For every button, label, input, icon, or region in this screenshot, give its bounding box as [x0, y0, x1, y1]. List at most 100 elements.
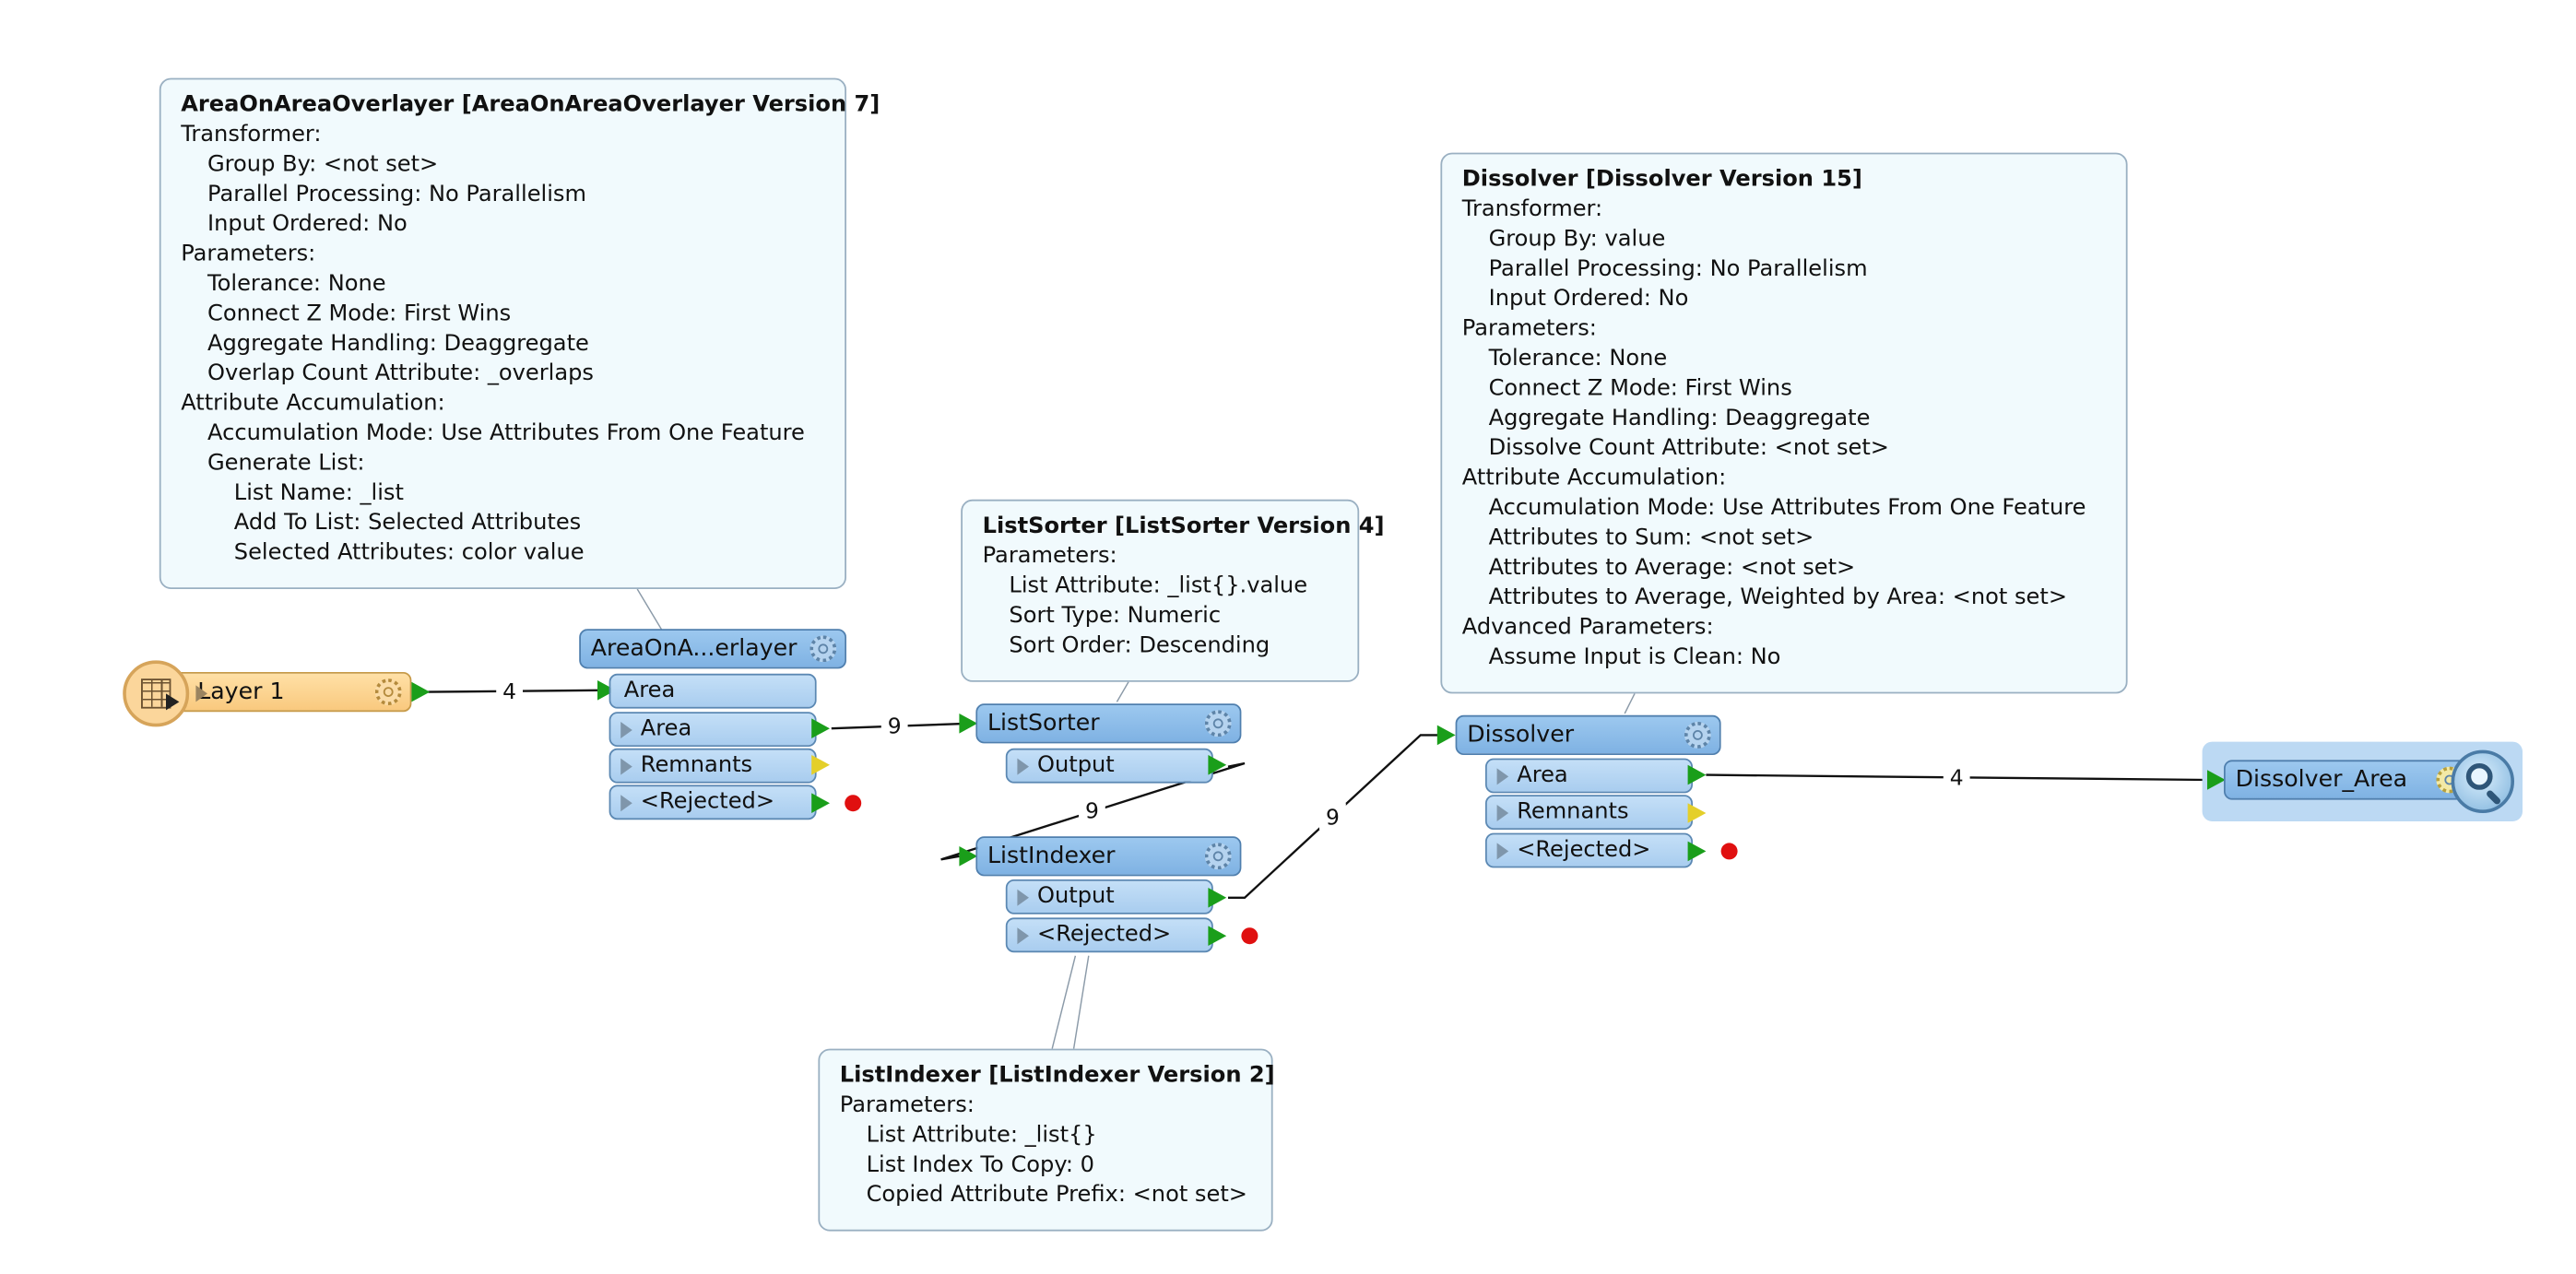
annotation-line: Input Ordered: No — [207, 212, 408, 238]
annotation-listindexer[interactable]: ListIndexer [ListIndexer Version 2] Para… — [818, 1048, 1275, 1232]
inspector-dissolver-area[interactable]: Dissolver_Area — [2202, 741, 2523, 821]
output-port-rejected[interactable]: <Rejected> — [609, 784, 817, 820]
transformer-header[interactable]: AreaOnA...erlayer — [579, 629, 846, 669]
feature-count-label: 9 — [1326, 805, 1340, 831]
annotation-line: Parameters: — [839, 1093, 975, 1119]
expand-triangle-icon — [620, 758, 632, 775]
port-label: <Rejected> — [640, 789, 775, 815]
output-port-remnants[interactable]: Remnants — [609, 748, 817, 784]
gear-icon[interactable] — [1204, 710, 1232, 737]
port-label: Output — [1037, 753, 1115, 779]
output-port-remnants[interactable]: Remnants — [1485, 795, 1693, 830]
annotation-leader — [636, 588, 663, 631]
expand-triangle-icon — [620, 795, 632, 812]
transformer-header[interactable]: ListIndexer — [975, 836, 1242, 877]
output-port-arrow-icon[interactable] — [411, 681, 431, 702]
annotation-dissolver[interactable]: Dissolver [Dissolver Version 15] Transfo… — [1440, 152, 2128, 694]
expand-triangle-icon — [1496, 768, 1509, 785]
annotation-line: Dissolve Count Attribute: <not set> — [1488, 436, 1889, 462]
annotation-line: Copied Attribute Prefix: <not set> — [866, 1183, 1247, 1209]
input-port-arrow-icon[interactable] — [2207, 770, 2226, 790]
feature-count-label: 4 — [1950, 764, 1964, 790]
annotation-line: Tolerance: None — [207, 272, 386, 298]
output-port-area[interactable]: Area — [1485, 758, 1693, 794]
port-label: <Rejected> — [1037, 922, 1172, 948]
rejected-port-icon — [1241, 927, 1258, 945]
annotation-line: Advanced Parameters: — [1461, 615, 1714, 641]
input-port-arrow-icon[interactable] — [959, 714, 978, 734]
annotation-line: Sort Type: Numeric — [1009, 604, 1222, 630]
unconnected-port-arrow-icon[interactable] — [811, 755, 830, 775]
input-port-arrow-icon[interactable] — [1436, 725, 1456, 746]
transformer-listsorter[interactable]: ListSorter Output — [959, 703, 1249, 786]
port-label: Area — [623, 678, 676, 704]
input-port-arrow-icon[interactable] — [959, 846, 978, 867]
annotation-line: Parameters: — [982, 544, 1117, 570]
annotation-line: Generate List: — [207, 451, 365, 477]
gear-icon[interactable] — [1684, 722, 1711, 749]
annotation-line: List Attribute: _list{}.value — [1009, 573, 1308, 599]
rejected-port-icon — [1720, 843, 1738, 860]
transformer-listindexer[interactable]: ListIndexer Output <Rejected> — [959, 836, 1266, 961]
output-port-arrow-icon[interactable] — [1208, 926, 1227, 946]
expand-triangle-icon — [1017, 889, 1029, 906]
transformer-header[interactable]: ListSorter — [975, 703, 1242, 744]
magnifier-icon — [2451, 749, 2514, 813]
expand-triangle-icon — [1496, 805, 1509, 821]
reader-layer-1[interactable]: Layer 1 — [120, 659, 445, 729]
port-label: Area — [1517, 763, 1568, 788]
output-port-arrow-icon[interactable] — [811, 718, 830, 738]
transformer-header[interactable]: Dissolver — [1455, 714, 1721, 755]
input-port-area[interactable]: Area — [609, 673, 817, 709]
reader-header[interactable]: Layer 1 — [162, 672, 412, 713]
annotation-line: Attribute Accumulation: — [1461, 466, 1727, 491]
output-port-arrow-icon[interactable] — [1687, 841, 1707, 862]
expand-triangle-icon — [1017, 927, 1029, 945]
output-port-rejected[interactable]: <Rejected> — [1485, 832, 1693, 868]
output-port-output[interactable]: Output — [1005, 748, 1213, 784]
table-reader-icon — [123, 660, 190, 727]
annotation-line: Attributes to Sum: <not set> — [1488, 525, 1814, 551]
gear-icon[interactable] — [809, 635, 837, 663]
annotation-line: Connect Z Mode: First Wins — [1488, 376, 1792, 402]
output-port-rejected[interactable]: <Rejected> — [1005, 917, 1213, 953]
annotation-line: Accumulation Mode: Use Attributes From O… — [1488, 496, 2086, 522]
annotation-title: Dissolver [Dissolver Version 15] — [1461, 167, 1862, 193]
expand-triangle-icon[interactable] — [195, 685, 207, 702]
annotation-listsorter[interactable]: ListSorter [ListSorter Version 4] Parame… — [961, 499, 1385, 682]
output-port-arrow-icon[interactable] — [1687, 764, 1707, 785]
gear-icon[interactable] — [1204, 843, 1232, 870]
annotation-title: AreaOnAreaOverlayer [AreaOnAreaOverlayer… — [181, 92, 880, 118]
annotation-line: Parameters: — [181, 242, 316, 267]
port-label: Remnants — [640, 753, 753, 779]
annotation-line: Assume Input is Clean: No — [1488, 645, 1781, 671]
feature-count-label: 9 — [888, 714, 902, 739]
expand-triangle-icon — [1496, 843, 1509, 860]
expand-triangle-icon — [620, 722, 632, 738]
annotation-title: ListIndexer [ListIndexer Version 2] — [839, 1063, 1275, 1089]
transformer-areaonareaoverlayer[interactable]: AreaOnA...erlayer Area Area Remnants <Re… — [579, 629, 869, 828]
annotation-line: Transformer: — [181, 123, 322, 148]
annotation-line: Parallel Processing: No Parallelism — [207, 183, 586, 207]
unconnected-port-arrow-icon[interactable] — [1687, 803, 1707, 823]
inspector-header[interactable]: Dissolver_Area — [2224, 760, 2473, 800]
transformer-title: ListIndexer — [987, 843, 1116, 870]
transformer-dissolver[interactable]: Dissolver Area Remnants <Rejected> — [1436, 714, 1744, 873]
output-port-area[interactable]: Area — [609, 712, 817, 747]
reader-title: Layer 1 — [197, 678, 285, 705]
annotation-line: Attributes to Average, Weighted by Area:… — [1488, 585, 2068, 611]
gear-icon[interactable] — [374, 678, 402, 705]
annotation-line: Overlap Count Attribute: _overlaps — [207, 361, 595, 387]
annotation-title: ListSorter [ListSorter Version 4] — [982, 514, 1385, 539]
output-port-arrow-icon[interactable] — [1208, 888, 1227, 908]
output-port-output[interactable]: Output — [1005, 879, 1213, 914]
port-label: <Rejected> — [1517, 838, 1651, 863]
annotation-areaonareaoverlayer[interactable]: AreaOnAreaOverlayer [AreaOnAreaOverlayer… — [159, 77, 880, 590]
output-port-arrow-icon[interactable] — [1208, 755, 1227, 775]
annotation-leader — [1051, 955, 1077, 1049]
annotation-line: Aggregate Handling: Deaggregate — [1488, 407, 1871, 431]
annotation-line: Selected Attributes: color value — [233, 540, 585, 566]
output-port-arrow-icon[interactable] — [811, 793, 830, 813]
